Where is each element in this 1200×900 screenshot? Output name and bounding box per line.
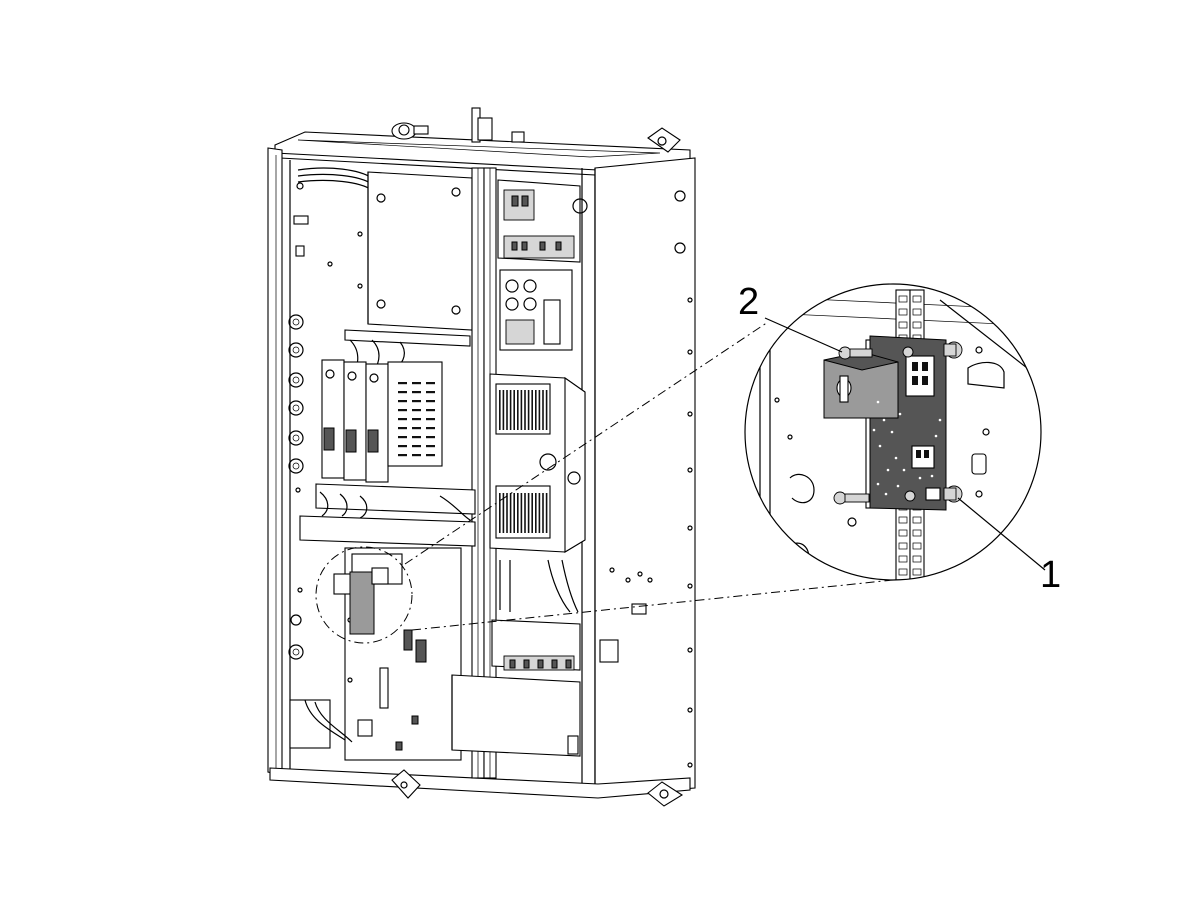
magnified-inset — [744, 283, 1042, 581]
detail-location-circle — [315, 546, 413, 644]
mounting-screw-bottom — [833, 485, 963, 505]
callout-1: 1 — [1040, 554, 1061, 596]
mounting-screw-top — [838, 341, 963, 360]
top-conduit-fittings — [391, 107, 681, 153]
servo-drives — [321, 359, 443, 483]
left-wall-grommets — [288, 182, 333, 660]
fan-housing — [489, 373, 586, 553]
electrical-cabinet — [267, 107, 696, 807]
callout-2: 2 — [738, 281, 759, 323]
leader-lines — [404, 317, 1046, 631]
side-panel-holes — [599, 190, 693, 768]
power-supply — [499, 269, 573, 351]
relay-block-top-right — [497, 179, 588, 263]
circuit-board-detail — [823, 335, 947, 511]
upper-enclosure-box — [357, 171, 473, 331]
contactor-row — [491, 619, 581, 671]
